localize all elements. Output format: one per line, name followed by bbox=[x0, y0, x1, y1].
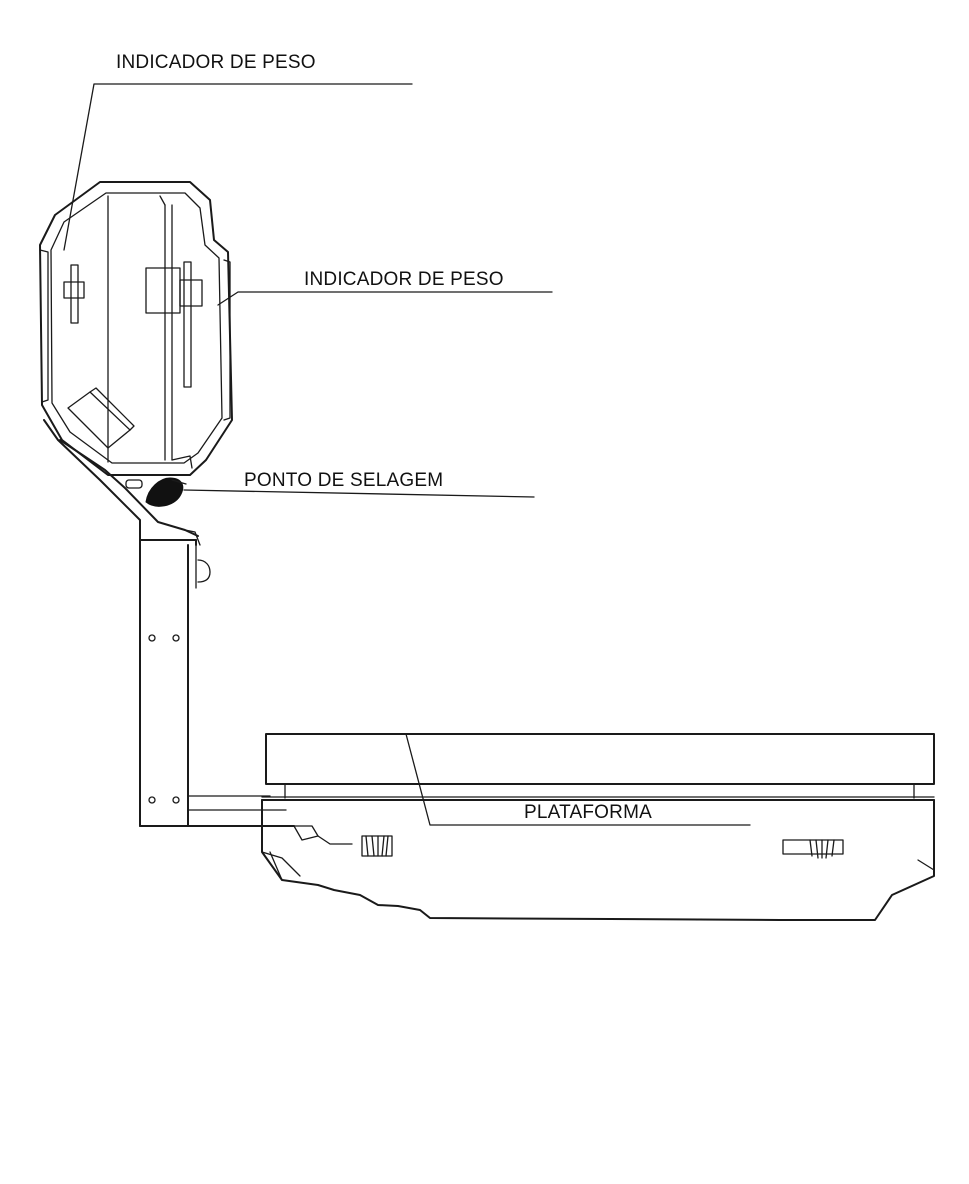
keypad-box bbox=[67, 387, 135, 449]
leader-lines bbox=[63, 83, 751, 826]
right-display-bar bbox=[145, 261, 203, 388]
column bbox=[139, 539, 295, 827]
platform bbox=[261, 733, 935, 921]
platform-feet bbox=[293, 825, 844, 859]
label-indicator-top: INDICADOR DE PESO bbox=[116, 52, 316, 73]
seal-point bbox=[125, 477, 187, 507]
label-platform: PLATAFORMA bbox=[524, 802, 652, 823]
label-seal-point: PONTO DE SELAGEM bbox=[244, 470, 443, 491]
front-foot bbox=[361, 835, 393, 857]
left-display-bar bbox=[63, 264, 85, 324]
indicator-housing bbox=[39, 181, 233, 476]
label-indicator-side: INDICADOR DE PESO bbox=[304, 269, 504, 290]
rear-foot bbox=[782, 839, 844, 859]
head-bracket bbox=[43, 419, 201, 546]
